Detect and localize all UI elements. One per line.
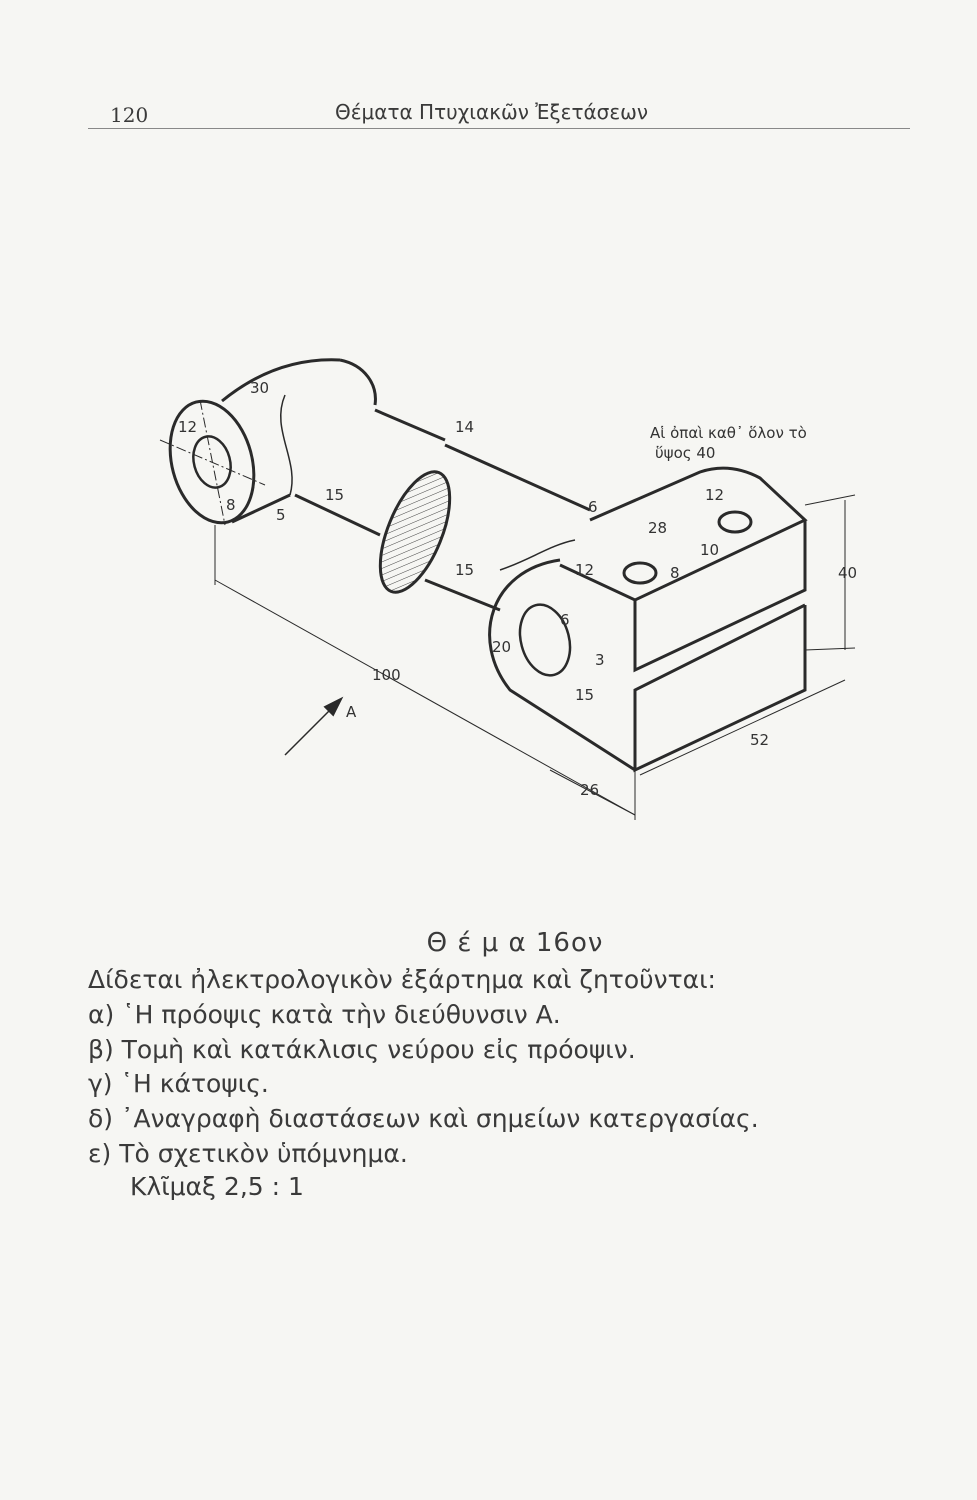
exercise-scale: Κλῖμαξ 2,5 : 1	[130, 1172, 304, 1201]
dim-label: 6	[588, 498, 598, 516]
page-number: 120	[110, 103, 149, 127]
dim-label: 3	[595, 651, 605, 669]
technical-drawing: A Αἱ ὀπαὶ καθ᾽ ὅλον τὸ ὕψος 40 30 12 8 5…	[159, 358, 857, 820]
dimension-lines	[214, 494, 856, 820]
exercise-heading: Θ έ μ α 16ον	[426, 928, 604, 958]
dim-label: 15	[575, 686, 594, 704]
holes-note-line1: Αἱ ὀπαὶ καθ᾽ ὅλον τὸ	[650, 424, 807, 442]
direction-label: A	[346, 703, 357, 721]
dim-label: 40	[838, 564, 857, 582]
right-block	[488, 466, 808, 773]
dim-label: 12	[705, 486, 724, 504]
dim-label: 52	[750, 731, 769, 749]
left-cylinder	[159, 358, 377, 526]
exercise-item: ε) Τὸ σχετικὸν ὑπόμνημα.	[88, 1139, 408, 1168]
running-title: Θέματα Πτυχιακῶν Ἐξετάσεων	[335, 100, 649, 124]
exercise-item: β) Τομὴ καὶ κατάκλισις νεύρου εἰς πρόοψι…	[88, 1035, 636, 1064]
dim-label: 30	[250, 379, 269, 397]
dim-label: 10	[700, 541, 719, 559]
holes-note-line2: ὕψος 40	[655, 444, 715, 462]
dim-label: 14	[455, 418, 474, 436]
direction-arrow-a	[284, 696, 344, 756]
dim-label: 8	[670, 564, 680, 582]
dim-label: 15	[455, 561, 474, 579]
rib-section	[378, 470, 452, 594]
dim-label: 8	[226, 496, 236, 514]
dim-label: 15	[325, 486, 344, 504]
dim-label: 12	[178, 418, 197, 436]
dim-label: 6	[560, 611, 570, 629]
exercise-item: δ) ᾽Αναγραφὴ διαστάσεων καὶ σημείων κατε…	[88, 1104, 759, 1133]
dimension-labels: 30 12 8 5 15 14 6 15 12 28 12 10 8 20 3 …	[178, 379, 857, 799]
dim-label: 12	[575, 561, 594, 579]
arm	[280, 394, 591, 612]
dim-label: 100	[372, 666, 401, 684]
dim-label: 5	[276, 506, 286, 524]
exercise-item: α) ῾Η πρόοψις κατὰ τὴν διεύθυνσιν Α.	[88, 1000, 561, 1029]
dim-label: 26	[580, 781, 599, 799]
exercise-item: γ) ῾Η κάτοψις.	[88, 1069, 269, 1098]
exercise-intro: Δίδεται ἠλεκτρολογικὸν ἐξάρτημα καὶ ζητο…	[88, 965, 716, 994]
dim-label: 20	[492, 638, 511, 656]
dim-label: 28	[648, 519, 667, 537]
header-rule	[88, 128, 910, 129]
